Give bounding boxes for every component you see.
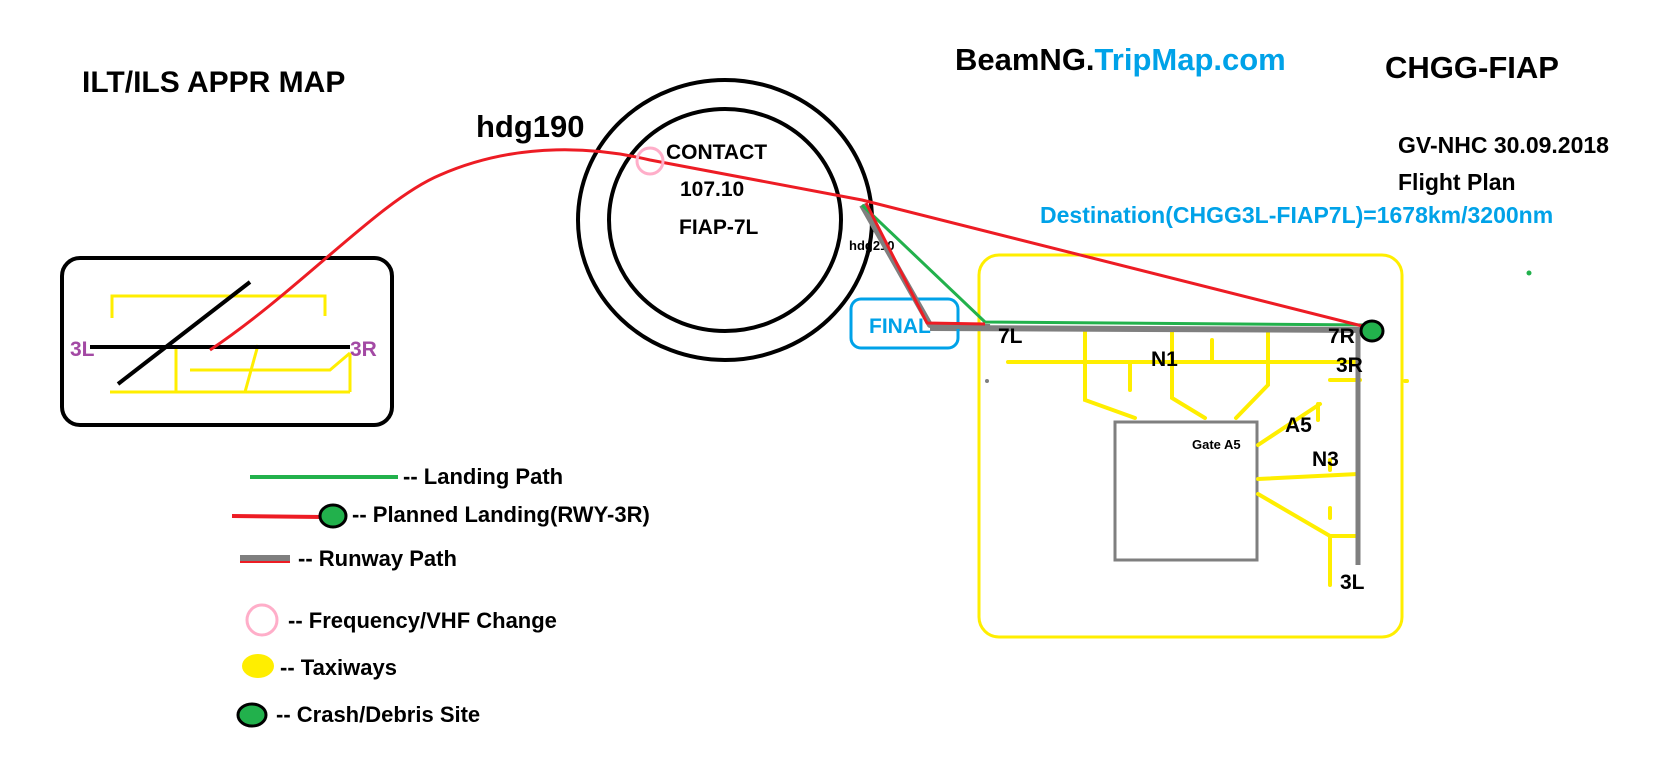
legend-runway-path: -- Runway Path xyxy=(298,546,457,571)
legend-crash-site: -- Crash/Debris Site xyxy=(276,702,480,727)
crash-site-marker xyxy=(1359,319,1385,343)
heading-190-label: hdg190 xyxy=(476,109,585,144)
destination-runway-7 xyxy=(929,325,1371,333)
destination-airport: 7L 7R 3R 3L N1 A5 N3 Gate A5 xyxy=(929,253,1409,639)
taxiway-n1-label: N1 xyxy=(1151,348,1178,371)
runway-7l-label: 7L xyxy=(998,325,1023,348)
legend: -- Landing Path -- Planned Landing(RWY-3… xyxy=(231,464,650,728)
legend-taxiways: -- Taxiways xyxy=(280,655,397,680)
planned-landing-path xyxy=(209,148,1371,352)
runway-7r-label: 7R xyxy=(1328,325,1355,348)
flight-info-line1: GV-NHC 30.09.2018 xyxy=(1398,132,1609,158)
destination-taxiways xyxy=(1006,328,1409,587)
contact-line2: 107.10 xyxy=(680,178,744,201)
runway-path-gray xyxy=(859,203,991,330)
frequency-change-marker xyxy=(635,146,665,176)
origin-airport-frame xyxy=(60,256,394,427)
terminal-building xyxy=(1113,420,1259,562)
legend-yellow-blob-icon xyxy=(242,654,274,678)
brand-highlight: TripMap.com xyxy=(1095,42,1286,77)
contact-inner-circle xyxy=(607,107,843,333)
destination-airport-frame xyxy=(977,253,1404,639)
contact-line3: FIAP-7L xyxy=(679,216,759,239)
flight-info-line2: Flight Plan xyxy=(1398,169,1516,195)
contact-zone: CONTACT 107.10 FIAP-7L xyxy=(576,78,874,362)
taxiway-n3-label: N3 xyxy=(1312,448,1339,471)
legend-crash-dot-icon xyxy=(236,702,268,728)
origin-runway-cross xyxy=(116,280,252,386)
stray-mark-green xyxy=(1526,270,1532,276)
map-title: ILT/ILS APPR MAP xyxy=(82,66,345,99)
brand-prefix: BeamNG. xyxy=(955,42,1095,77)
taxiway-a5-label: A5 xyxy=(1285,414,1312,437)
legend-planned-landing: -- Planned Landing(RWY-3R) xyxy=(352,502,650,527)
runway-3l-label: 3L xyxy=(1340,571,1365,594)
landing-path xyxy=(860,203,1371,327)
contact-line1: CONTACT xyxy=(666,141,767,164)
origin-airport: 3L 3R xyxy=(60,256,394,427)
legend-landing-path: -- Landing Path xyxy=(403,464,563,489)
origin-runway-3r-label: 3R xyxy=(350,338,377,361)
runway-3r-label: 3R xyxy=(1336,354,1363,377)
legend-pink-circle-icon xyxy=(245,603,279,637)
legend-green-dot-icon xyxy=(318,503,348,529)
legend-red-line-icon xyxy=(231,514,323,519)
origin-runway-3l-label: 3L xyxy=(70,338,95,361)
gate-a5-label: Gate A5 xyxy=(1192,437,1241,452)
final-approach-label: FINAL xyxy=(869,315,931,338)
flight-destination: Destination(CHGG3L-FIAP7L)=1678km/3200nm xyxy=(1040,202,1553,228)
origin-taxiways xyxy=(110,294,352,394)
route-code: CHGG-FIAP xyxy=(1385,50,1559,85)
stray-mark xyxy=(985,379,989,383)
legend-frequency-change: -- Frequency/VHF Change xyxy=(288,608,557,633)
brand-title: BeamNG.TripMap.com xyxy=(955,42,1286,77)
runway-path-red xyxy=(864,202,986,326)
